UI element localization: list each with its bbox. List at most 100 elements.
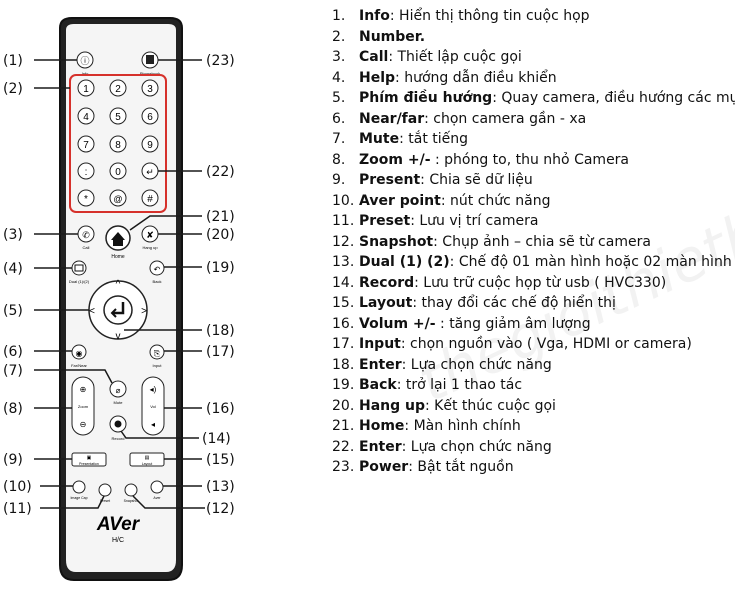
back-icon: ↶ <box>154 265 161 274</box>
phonebook-button[interactable]: Phonebook <box>140 51 160 76</box>
legend-item: 17.Input: chọn nguồn vào ( Vga, HDMI or … <box>332 334 732 355</box>
legend-number: 18. <box>332 356 355 373</box>
input-button[interactable]: ⎘ Input <box>149 344 165 368</box>
dual-button[interactable]: Dual (1)/(2) <box>69 260 90 284</box>
hangup-button[interactable]: ✘ Hang up <box>141 225 159 250</box>
legend-item: 20.Hang up: Kết thúc cuộc gọi <box>332 396 732 417</box>
key-8[interactable]: 8 <box>109 135 127 153</box>
record-button[interactable]: Record <box>109 415 127 441</box>
volume-rocker[interactable]: ◂) Vol ◂ <box>141 376 165 436</box>
legend-term: Call <box>359 49 389 65</box>
legend-description: : Hiển thị thông tin cuộc họp <box>389 8 590 24</box>
home-button[interactable]: Home <box>105 225 131 260</box>
legend-number: 14. <box>332 274 355 291</box>
legend-item: 21.Home: Màn hình chính <box>332 416 732 437</box>
legend-number: 12. <box>332 233 355 250</box>
key-3[interactable]: 3 <box>141 79 159 97</box>
enter-icon <box>113 302 125 315</box>
back-label: Back <box>153 279 162 284</box>
legend-description: : Lựa chọn chức năng <box>401 438 552 455</box>
legend-term: Power <box>359 459 409 475</box>
legend-item: 8.Zoom +/- : phóng to, thu nhỏ Camera <box>332 150 732 171</box>
callout-5: (5) <box>3 303 23 319</box>
navigation-pad[interactable]: ^ v < > <box>88 279 148 342</box>
image-cap-button[interactable]: Image Cap <box>70 480 88 500</box>
legend-description: : thay đổi các chế độ hiển thị <box>412 295 616 311</box>
legend-item: 9.Present: Chia sẽ dữ liệu <box>332 170 732 191</box>
svg-text:5: 5 <box>115 112 121 123</box>
aver-label: Aver <box>153 496 161 500</box>
legend-term: Back <box>359 377 397 393</box>
remote-diagram: ⓘ Info Phonebook 1 2 3 4 5 6 7 8 9 : 0 ↵… <box>3 17 235 581</box>
enter-button[interactable] <box>103 295 133 325</box>
layout-button[interactable]: ▤ Layout <box>129 452 165 467</box>
key-9[interactable]: 9 <box>141 135 159 153</box>
legend-term: Info <box>359 8 390 24</box>
mute-button[interactable]: ⌀ Mute <box>109 380 127 405</box>
info-button-label: Info <box>82 71 89 76</box>
enter-arrow-icon: ↵ <box>146 167 154 177</box>
legend-number: 20. <box>332 397 355 414</box>
key-0[interactable]: 0 <box>109 162 127 180</box>
svg-text:8: 8 <box>115 140 121 151</box>
legend-item: 10.Aver point: nút chức năng <box>332 191 732 212</box>
key-2[interactable]: 2 <box>109 79 127 97</box>
key-4[interactable]: 4 <box>77 107 95 125</box>
legend-description: : Kết thúc cuộc gọi <box>425 397 556 414</box>
camera-icon: ◉ <box>76 349 83 358</box>
svg-text:1: 1 <box>83 84 89 95</box>
model-label: H/C <box>112 537 124 544</box>
volume-up-icon: ◂) <box>150 385 157 394</box>
legend-number: 4. <box>332 69 346 86</box>
input-label: Input <box>153 363 163 368</box>
enter-key-22[interactable]: ↵ <box>141 162 159 180</box>
legend-description: : tắt tiếng <box>399 131 469 147</box>
legend-term: Volum +/- <box>359 315 436 332</box>
key-6[interactable]: 6 <box>141 107 159 125</box>
keypad: 1 2 3 4 5 6 7 8 9 : 0 ↵ * @ # <box>77 79 159 207</box>
key-hash[interactable]: # <box>141 189 159 207</box>
hangup-icon: ✘ <box>146 230 154 240</box>
nav-left-icon: < <box>89 306 95 317</box>
aver-button[interactable]: Aver <box>150 480 164 500</box>
key-5[interactable]: 5 <box>109 107 127 125</box>
record-label: Record <box>112 436 125 441</box>
key-7[interactable]: 7 <box>77 135 95 153</box>
callout-lines <box>34 59 205 509</box>
farnear-button[interactable]: ◉ Far/Near <box>71 344 88 368</box>
legend-description: : trở lại 1 thao tác <box>396 377 523 393</box>
svg-text:2: 2 <box>115 84 121 95</box>
zoom-label: Zoom <box>78 404 89 409</box>
call-button[interactable]: ✆ Call <box>77 225 95 250</box>
presentation-button[interactable]: ▣ Presentation <box>71 452 107 467</box>
dual-icon <box>74 264 84 272</box>
preset-button[interactable]: Preset <box>98 483 112 503</box>
nav-up-icon: ^ <box>116 279 121 290</box>
callout-10: (10) <box>3 479 32 495</box>
legend-number: 2. <box>332 28 346 45</box>
presentation-icon: ▣ <box>87 455 92 461</box>
callout-18: (18) <box>206 323 235 339</box>
legend-description: : Lựa chọn chức năng <box>401 356 552 373</box>
back-button[interactable]: ↶ Back <box>149 260 165 284</box>
key-at[interactable]: @ <box>109 189 127 207</box>
key-star[interactable]: * <box>77 189 95 207</box>
mute-mic-icon: ⌀ <box>116 386 121 395</box>
snapshot-button[interactable]: Snapshot <box>124 483 139 503</box>
home-label: Home <box>111 254 125 260</box>
legend-term: Aver point <box>359 192 441 209</box>
farnear-label: Far/Near <box>71 363 87 368</box>
legend-number: 7. <box>332 131 346 147</box>
legend-description: : Lưu trữ cuộc họp từ usb ( HVC330) <box>414 274 667 291</box>
key-colon[interactable]: : <box>77 162 95 180</box>
legend-number: 15. <box>332 295 355 311</box>
phone-icon: ✆ <box>82 230 90 240</box>
zoom-rocker[interactable]: ⊕ Zoom ⊖ <box>71 376 95 436</box>
legend-item: 23.Power: Bật tắt nguồn <box>332 457 732 478</box>
key-1[interactable]: 1 <box>77 79 95 97</box>
legend-description: : Màn hình chính <box>404 418 521 434</box>
callout-15: (15) <box>206 452 235 468</box>
layout-icon: ▤ <box>145 455 150 461</box>
legend-item: 5.Phím điều hướng: Quay camera, điều hướ… <box>332 88 735 109</box>
svg-text:3: 3 <box>147 84 153 95</box>
